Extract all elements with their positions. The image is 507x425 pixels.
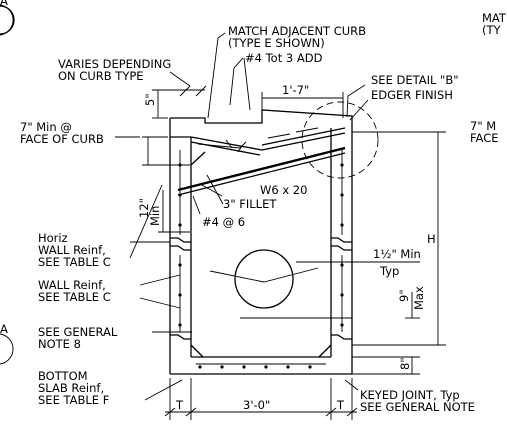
section-letter-top: A [0, 0, 8, 8]
dim-9in-max: Max [412, 286, 426, 310]
dim-12in-min: Min [148, 206, 162, 226]
note-detail-b: SEE DETAIL "B" [371, 73, 459, 87]
note-w6x20: W6 x 20 [260, 183, 307, 197]
dim-t-right: T [336, 398, 345, 412]
note-horiz: Horiz [38, 231, 68, 245]
note-bottom: BOTTOM [38, 369, 88, 383]
note-edger: EDGER FINISH [371, 88, 453, 102]
dim-8in: 8" [398, 357, 412, 370]
note-table-f: SEE TABLE F [38, 393, 109, 407]
dim-t-left: T [175, 398, 184, 412]
note-wall-table: SEE TABLE C [38, 290, 111, 304]
note-match-curb: MATCH ADJACENT CURB [228, 24, 366, 38]
labels: MATCH ADJACENT CURB (TYPE E SHOWN) VARIE… [20, 11, 507, 414]
reinforcement [178, 150, 344, 369]
detail-b-callout [301, 101, 379, 179]
note-7in-min: 7" Min @ [20, 120, 72, 134]
note-type-e: (TYPE E SHOWN) [228, 36, 325, 50]
section-letter-bottom: A [0, 322, 8, 336]
note-fillet: 3" FILLET [223, 197, 277, 211]
pipe-opening [209, 249, 352, 319]
edge-note-ty: (TY [482, 23, 502, 37]
edge-note-7m: 7" M [470, 119, 496, 133]
dim-h: H [427, 232, 436, 246]
note-bottom-slab: SLAB Reinf, [38, 381, 104, 395]
note-wall-reinf: WALL Reinf, [38, 278, 106, 292]
dim-9in: 9" [397, 289, 411, 302]
dim-12in: 12" [137, 198, 151, 218]
note-horiz-table: SEE TABLE C [38, 255, 111, 269]
note-see-general-note: SEE GENERAL NOTE [360, 400, 475, 414]
note-bar-4-at-6: #4 @ 6 [202, 215, 245, 229]
section-marker-top: A [0, 0, 15, 36]
edge-note-face: FACE [470, 131, 499, 145]
note-keyed-joint: KEYED JOINT, Typ [360, 388, 460, 402]
dim-1ft-7in: 1'-7" [282, 83, 309, 97]
top-slab [177, 127, 346, 196]
note-horiz-wall: WALL Reinf, [38, 243, 106, 257]
dim-3ft: 3'-0" [243, 398, 270, 412]
edge-note-mat: MAT [482, 11, 507, 25]
section-marker-bottom: A [0, 322, 14, 365]
note-face-curb: FACE OF CURB [20, 132, 104, 146]
box-outline [169, 109, 353, 375]
dim-one-half-min: 1½" Min [373, 247, 421, 261]
note-8: NOTE 8 [38, 337, 81, 351]
dim-5in: 5" [143, 93, 157, 106]
dim-typ: Typ [379, 264, 399, 278]
note-varies: VARIES DEPENDING [58, 57, 171, 71]
dimensions [142, 85, 446, 420]
note-curb-type: ON CURB TYPE [58, 69, 144, 83]
note-bar-4-tot: #4 Tot 3 ADD [245, 51, 323, 65]
leaders [115, 32, 369, 401]
note-see-general: SEE GENERAL [38, 325, 118, 339]
